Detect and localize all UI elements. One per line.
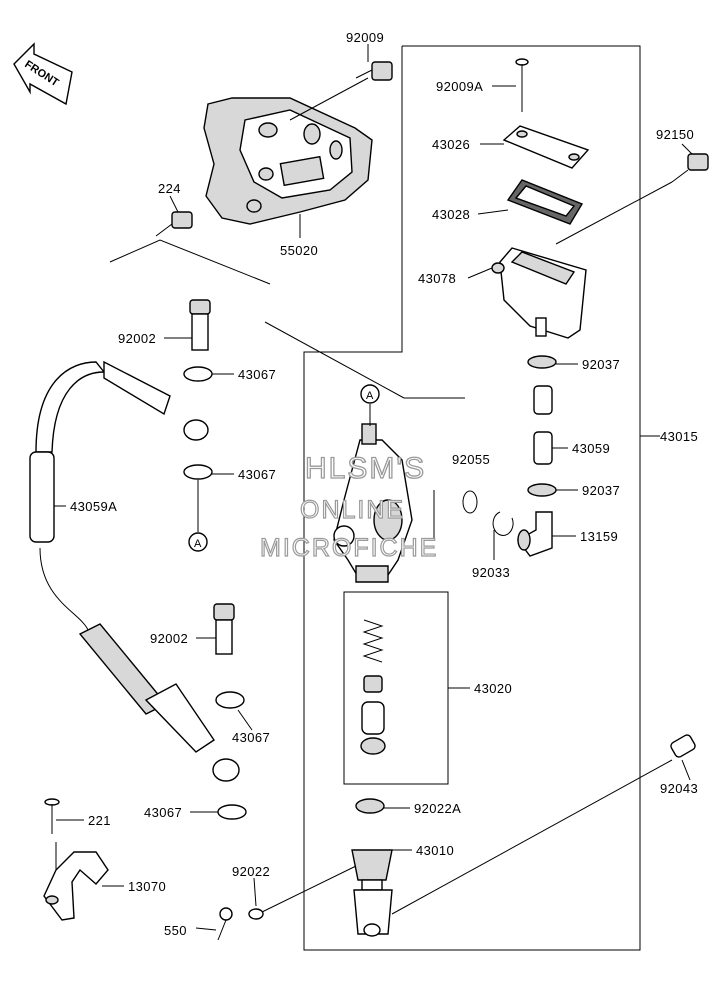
hose-43059 <box>533 385 553 465</box>
label-92022A: 92022A <box>414 801 461 816</box>
watermark-line-3: MICROFICHE <box>260 534 438 562</box>
bolt-224 <box>155 211 193 237</box>
callout-a-lower: A <box>188 532 208 552</box>
label-92150: 92150 <box>656 127 694 142</box>
label-92022: 92022 <box>232 864 270 879</box>
diaphragm-43028 <box>506 179 584 225</box>
label-224: 224 <box>158 181 181 196</box>
label-43067-c: 43067 <box>232 730 270 745</box>
reservoir-cap-43026 <box>502 125 590 169</box>
part-labels: 92009 92009A 43026 92150 224 43028 55020… <box>70 30 698 938</box>
hose-clamp-92037-lower <box>527 483 557 497</box>
brake-hose-43059A <box>29 360 240 782</box>
hose-clamp-13070 <box>43 851 109 921</box>
label-92055: 92055 <box>452 452 490 467</box>
watermark-line-1: HLSM'S <box>305 452 426 485</box>
callout-a-upper-label: A <box>366 390 374 402</box>
label-43059: 43059 <box>572 441 610 456</box>
label-43067-a: 43067 <box>238 367 276 382</box>
label-92002-lower: 92002 <box>150 631 188 646</box>
label-221: 221 <box>88 813 111 828</box>
label-13070: 13070 <box>128 879 166 894</box>
label-43020: 43020 <box>474 681 512 696</box>
leader-lines <box>56 44 693 931</box>
label-92033: 92033 <box>472 565 510 580</box>
label-550: 550 <box>164 923 187 938</box>
o-ring-92055 <box>462 490 478 514</box>
label-92037-lower: 92037 <box>582 483 620 498</box>
circlip-92033 <box>492 511 514 536</box>
label-13159: 13159 <box>580 529 618 544</box>
circlip-92022A <box>355 798 385 814</box>
watermark-line-2: ONLINE <box>300 496 405 524</box>
piston-kit-box-43020 <box>343 591 449 785</box>
reservoir-body-43078 <box>491 247 587 339</box>
label-43059A: 43059A <box>70 499 117 514</box>
pin-92043 <box>670 734 696 758</box>
screw-92009A <box>515 58 529 112</box>
callout-a-lower-label: A <box>194 538 202 550</box>
washer-43067-a <box>183 366 213 382</box>
elbow-fitting-13159 <box>516 511 553 557</box>
washer-92022 <box>248 908 264 920</box>
banjo-bolt-92002-lower <box>213 603 235 655</box>
label-43028: 43028 <box>432 207 470 222</box>
assembly-outline <box>303 45 660 951</box>
label-43026: 43026 <box>432 137 470 152</box>
master-cylinder-body <box>333 423 413 583</box>
label-43078: 43078 <box>418 271 456 286</box>
label-92037-upper: 92037 <box>582 357 620 372</box>
washer-43067-c <box>215 691 245 709</box>
cotter-pin-550 <box>217 907 233 941</box>
watermark: HLSM'S ONLINE MICROFICHE <box>259 451 438 562</box>
label-55020: 55020 <box>280 243 318 258</box>
bolt-92150 <box>671 153 709 183</box>
washer-43067-d <box>217 804 247 820</box>
front-arrow-icon: FRONT <box>13 42 73 106</box>
push-rod-43010 <box>351 849 393 937</box>
label-92002-upper: 92002 <box>118 331 156 346</box>
label-43067-b: 43067 <box>238 467 276 482</box>
guard-cover-55020 <box>203 97 373 225</box>
label-92009: 92009 <box>346 30 384 45</box>
label-92043: 92043 <box>660 781 698 796</box>
label-43010: 43010 <box>416 843 454 858</box>
washer-43067-b <box>183 464 213 480</box>
label-92009A: 92009A <box>436 79 483 94</box>
callout-a-upper: A <box>360 384 380 404</box>
screw-221 <box>44 798 60 834</box>
banjo-bolt-92002-upper <box>189 299 211 351</box>
hose-clamp-92037-upper <box>527 355 557 369</box>
bolt-92009 <box>355 61 393 81</box>
label-43015: 43015 <box>660 429 698 444</box>
label-43067-d: 43067 <box>144 805 182 820</box>
